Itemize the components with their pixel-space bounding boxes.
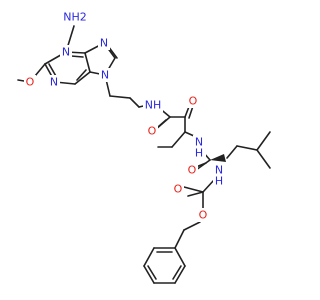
bond: [157, 119, 167, 128]
bond: [84, 52, 91, 73]
bond: [236, 145, 258, 151]
bond-layer: [17, 25, 271, 284]
bond: [226, 145, 238, 159]
bond: [129, 97, 140, 108]
atom-label-h-amide: H: [195, 147, 203, 160]
bond: [174, 265, 186, 284]
atom-label-o-ketone: O: [189, 95, 198, 108]
atom-label-n-amide: N: [195, 136, 203, 149]
atom-label-o-amide: O: [148, 125, 157, 138]
atom-label-o-ester: O: [199, 209, 208, 222]
bond: [174, 247, 186, 267]
label-background: [98, 36, 110, 50]
molecule-diagram: NH2 N N N N O NH O O N H O N H O O: [17, 10, 271, 284]
atom-label-o-carbamate-c: O: [174, 183, 183, 196]
atom-label-n-carbamate: N: [215, 164, 223, 177]
atom-label-h-carbamate: H: [215, 175, 223, 188]
bond: [76, 69, 87, 81]
bond: [143, 247, 155, 267]
bond: [183, 186, 204, 193]
bond: [172, 265, 182, 280]
stereo-wedge-bond: [210, 154, 226, 162]
bond: [70, 55, 84, 58]
bond: [143, 265, 155, 284]
atom-label-layer: NH2 N N N N O NH O O N H O N H O O: [24, 10, 226, 222]
atom-label-o-amide-2: O: [188, 164, 197, 177]
bond: [147, 265, 157, 280]
atom-label-o-methoxy: O: [26, 76, 35, 89]
bond: [74, 71, 91, 85]
atom-label-n9: N: [101, 69, 109, 82]
atom-label-n3: N: [50, 76, 58, 89]
bond: [174, 229, 185, 249]
bond: [256, 131, 271, 151]
atom-label-nh2: NH2: [63, 11, 87, 24]
label-background: [193, 135, 206, 159]
label-background: [186, 163, 198, 177]
bond: [202, 179, 215, 193]
bond: [187, 191, 204, 197]
label-background: [197, 208, 209, 222]
label-background: [60, 45, 72, 59]
label-background: [99, 68, 111, 82]
bond: [171, 131, 186, 148]
label-background: [187, 94, 199, 108]
label-background: [146, 124, 158, 138]
bond: [184, 131, 195, 137]
label-background: [213, 163, 226, 187]
atom-label-n1: N: [62, 46, 70, 59]
label-background: [48, 75, 60, 89]
structure-canvas: NH2 N N N N O NH O O N H O N H O O: [17, 10, 271, 284]
atom-label-n7: N: [100, 37, 108, 50]
bond: [183, 221, 201, 231]
atom-label-nh-amide: NH: [145, 99, 162, 112]
label-background: [143, 98, 163, 112]
bond: [109, 95, 131, 99]
label-background: [24, 75, 36, 89]
label-background: [60, 10, 90, 24]
bond: [256, 149, 271, 169]
label-background: [172, 182, 184, 196]
